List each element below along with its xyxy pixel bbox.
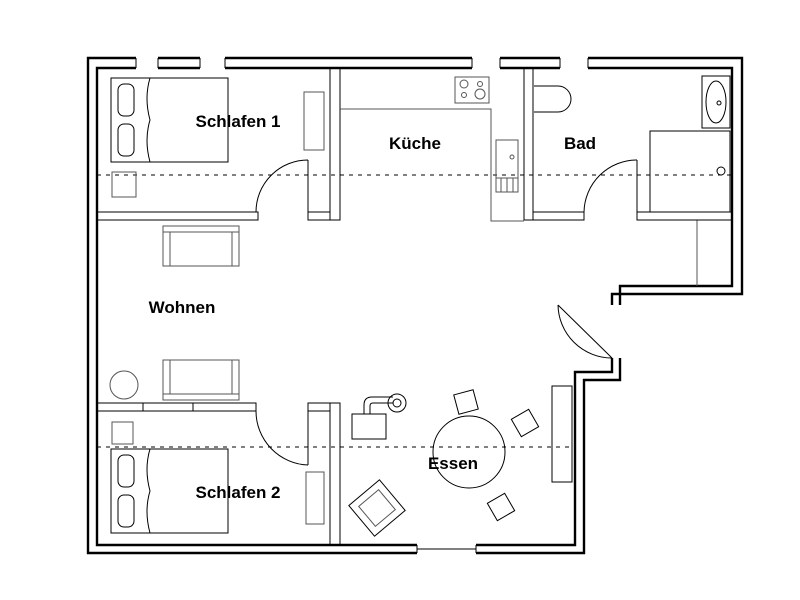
desk xyxy=(351,393,407,440)
room-label-schlafen-1: Schlafen 1 xyxy=(195,112,281,131)
doors xyxy=(255,159,638,466)
shower xyxy=(649,130,731,213)
room-label-bad: Bad xyxy=(563,134,597,153)
bed-1 xyxy=(110,77,229,163)
washbasin xyxy=(701,75,731,129)
room-label-kueche: Küche xyxy=(389,134,441,153)
sofa xyxy=(162,225,240,267)
nightstand xyxy=(111,421,134,445)
room-label-schlafen-2: Schlafen 2 xyxy=(195,483,281,502)
sofa xyxy=(162,359,240,401)
interior-walls xyxy=(96,67,733,546)
outer-walls xyxy=(86,56,744,555)
side-table xyxy=(109,370,139,400)
bed-2 xyxy=(110,448,229,534)
armchair xyxy=(348,479,406,537)
room-label-wohnen: Wohnen xyxy=(148,298,216,317)
sideboard xyxy=(551,385,573,483)
kitchen-counter xyxy=(340,76,524,222)
stove xyxy=(454,76,490,104)
wardrobe xyxy=(303,91,325,151)
dining-table xyxy=(432,389,540,522)
nightstand xyxy=(111,171,137,198)
toilet xyxy=(534,85,572,113)
wardrobe xyxy=(305,471,325,525)
room-label-essen: Essen xyxy=(427,454,479,473)
